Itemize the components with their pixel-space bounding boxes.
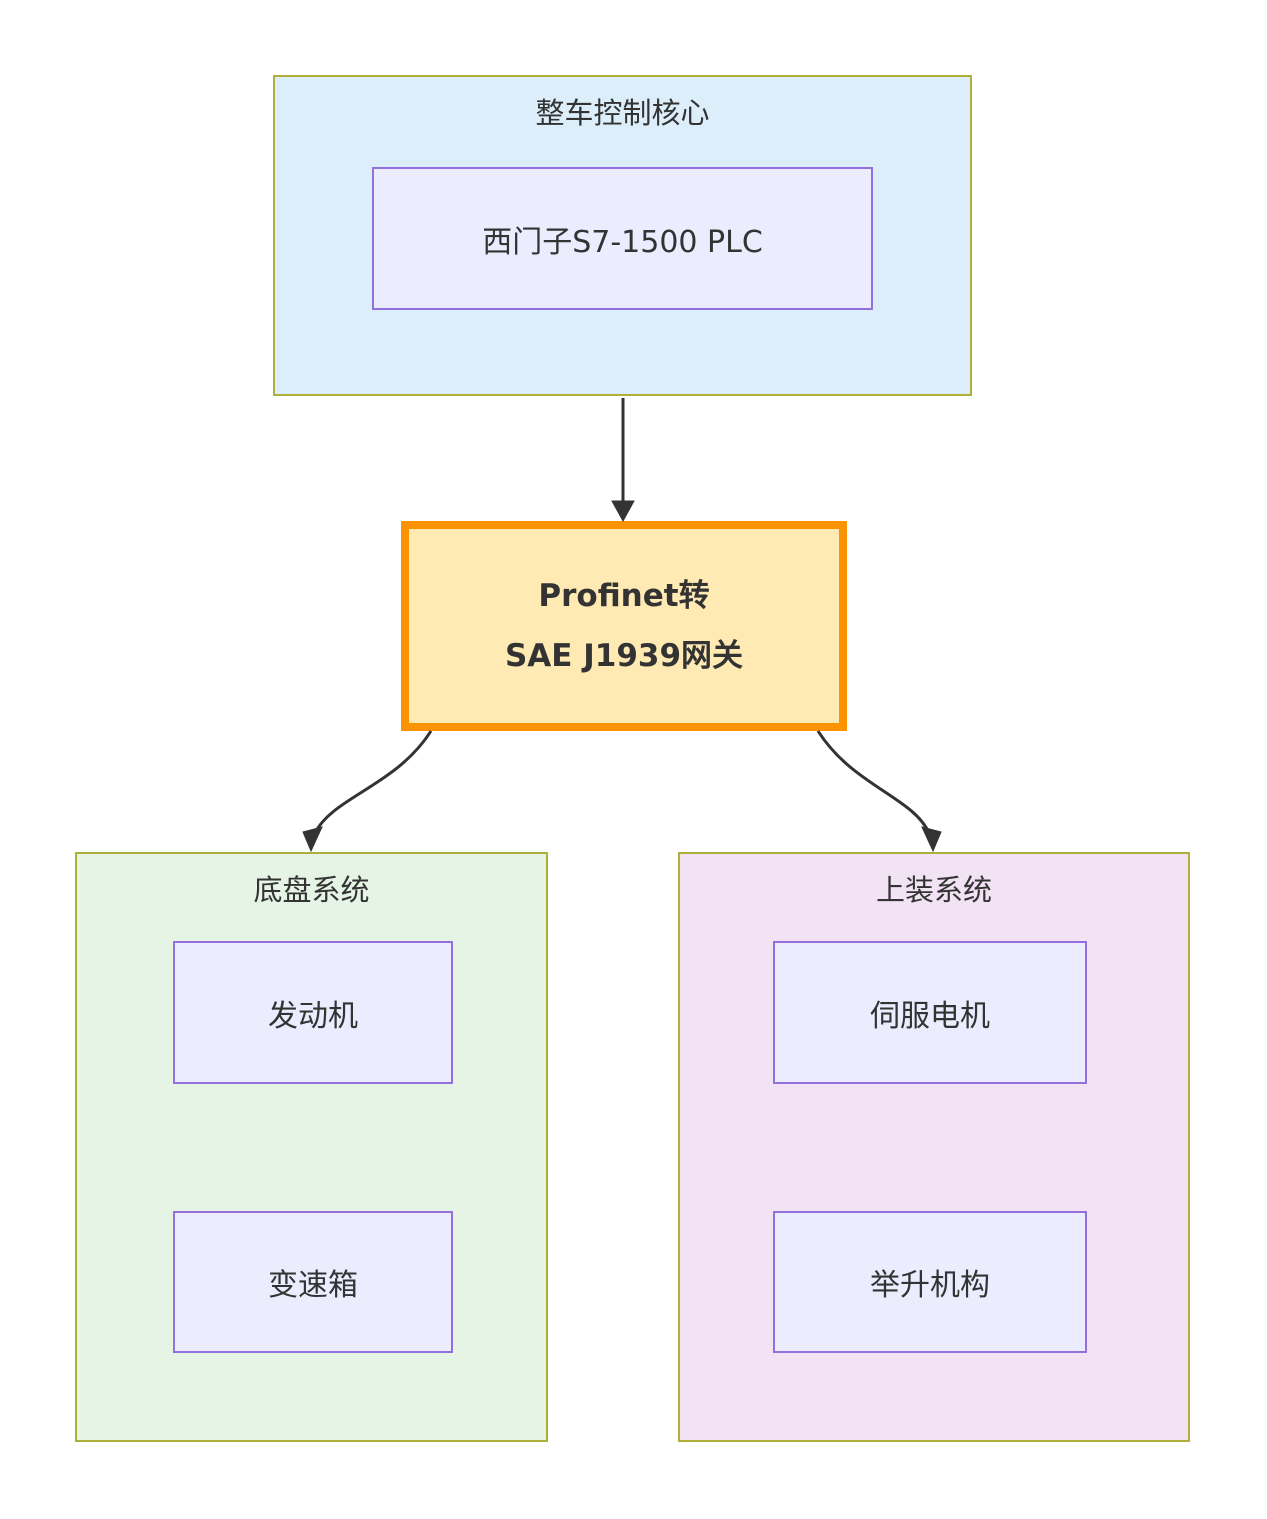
arrowhead-gateway-to-superstructure <box>921 826 942 853</box>
gateway-label-line2: SAE J1939网关 <box>504 638 744 674</box>
edge-gateway-to-chassis <box>313 730 433 834</box>
lift-mechanism-node-label: 举升机构 <box>870 1268 990 1303</box>
plc-node: 西门子S7-1500 PLC <box>372 167 873 310</box>
gateway-node: Profinet转 SAE J1939网关 <box>401 521 847 731</box>
lift-mechanism-node: 举升机构 <box>773 1211 1087 1353</box>
plc-node-label: 西门子S7-1500 PLC <box>482 224 763 260</box>
superstructure-title: 上装系统 <box>875 873 992 907</box>
chassis-title: 底盘系统 <box>253 873 370 907</box>
arrowhead-gateway-to-chassis <box>302 826 323 853</box>
servo-motor-node: 伺服电机 <box>773 941 1087 1084</box>
gearbox-node: 变速箱 <box>173 1211 453 1353</box>
control-core-title: 整车控制核心 <box>535 96 710 130</box>
edge-gateway-to-superstructure <box>816 730 931 834</box>
gearbox-node-label: 变速箱 <box>268 1268 358 1303</box>
engine-node: 发动机 <box>173 941 453 1084</box>
arrowhead-control-to-gateway <box>611 500 635 523</box>
servo-motor-node-label: 伺服电机 <box>870 998 990 1034</box>
gateway-label-line1: Profinet转 <box>538 577 710 614</box>
engine-node-label: 发动机 <box>268 998 358 1034</box>
